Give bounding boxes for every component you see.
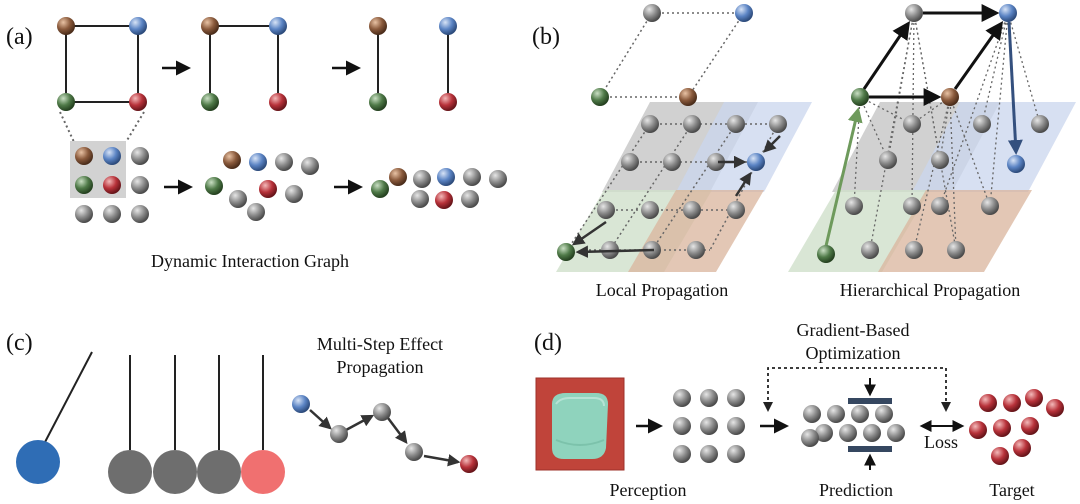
particle-green [369,93,387,111]
caption-dynamic-interaction-graph: Dynamic Interaction Graph [151,251,349,271]
panel-c: (c) Multi-Step Effect Propagation [6,330,478,494]
loss-label: Loss [924,432,958,452]
particle-red [439,93,457,111]
graph-split [377,26,449,102]
pendulum-ball-blue [16,440,60,484]
pendulum-ball-gray [153,450,197,494]
pendulum-ball-pink [241,450,285,494]
panel-b-label: (b) [532,24,560,50]
zoom-line-left [59,111,75,143]
graph-open [209,25,279,102]
hierarchical-propagation-diagram [788,4,1076,272]
particle-blue [269,17,287,35]
particle-brown [369,17,387,35]
optimization-loop [767,367,947,406]
particle-brown [57,17,75,35]
newtons-cradle [16,351,285,494]
caption-local-propagation: Local Propagation [596,280,728,300]
particle-green [201,93,219,111]
particle-grid-perception [673,389,745,463]
particle-blue [129,17,147,35]
particle-brown [201,17,219,35]
particle-green [57,93,75,111]
particle-red [269,93,287,111]
pendulum-ball-gray [197,450,241,494]
caption-prediction: Prediction [819,480,893,500]
caption-perception: Perception [610,480,687,500]
caption-optimization: Optimization [806,343,901,363]
caption-target: Target [989,480,1034,500]
caption-gradient-based: Gradient-Based [797,320,910,340]
zoom-line-right [125,111,145,143]
panel-d: (d) Gradient-Based Optimization [534,320,1064,500]
perception-photo [535,377,625,471]
panel-a-label: (a) [6,24,33,50]
particle-blue [439,17,457,35]
graph-square [65,25,139,103]
caption-hierarchical-propagation: Hierarchical Propagation [840,280,1020,300]
particle-grid-initial [75,147,149,223]
prediction-press [848,378,892,470]
panel-d-label: (d) [534,330,562,356]
local-propagation-diagram [556,4,812,272]
panel-a: (a) [6,17,507,271]
particle-red [129,93,147,111]
effect-chain [292,395,478,473]
particle-cluster-prediction [801,405,905,447]
particle-cluster-final [371,168,507,209]
pendulum-ball-gray [108,450,152,494]
caption-multi-step-line1: Multi-Step Effect [317,334,443,354]
particle-cluster-target [969,389,1064,465]
caption-multi-step-line2: Propagation [337,357,424,377]
particle-cluster-mid [205,151,319,221]
panel-c-label: (c) [6,330,33,356]
panel-b: (b) [532,4,1076,300]
